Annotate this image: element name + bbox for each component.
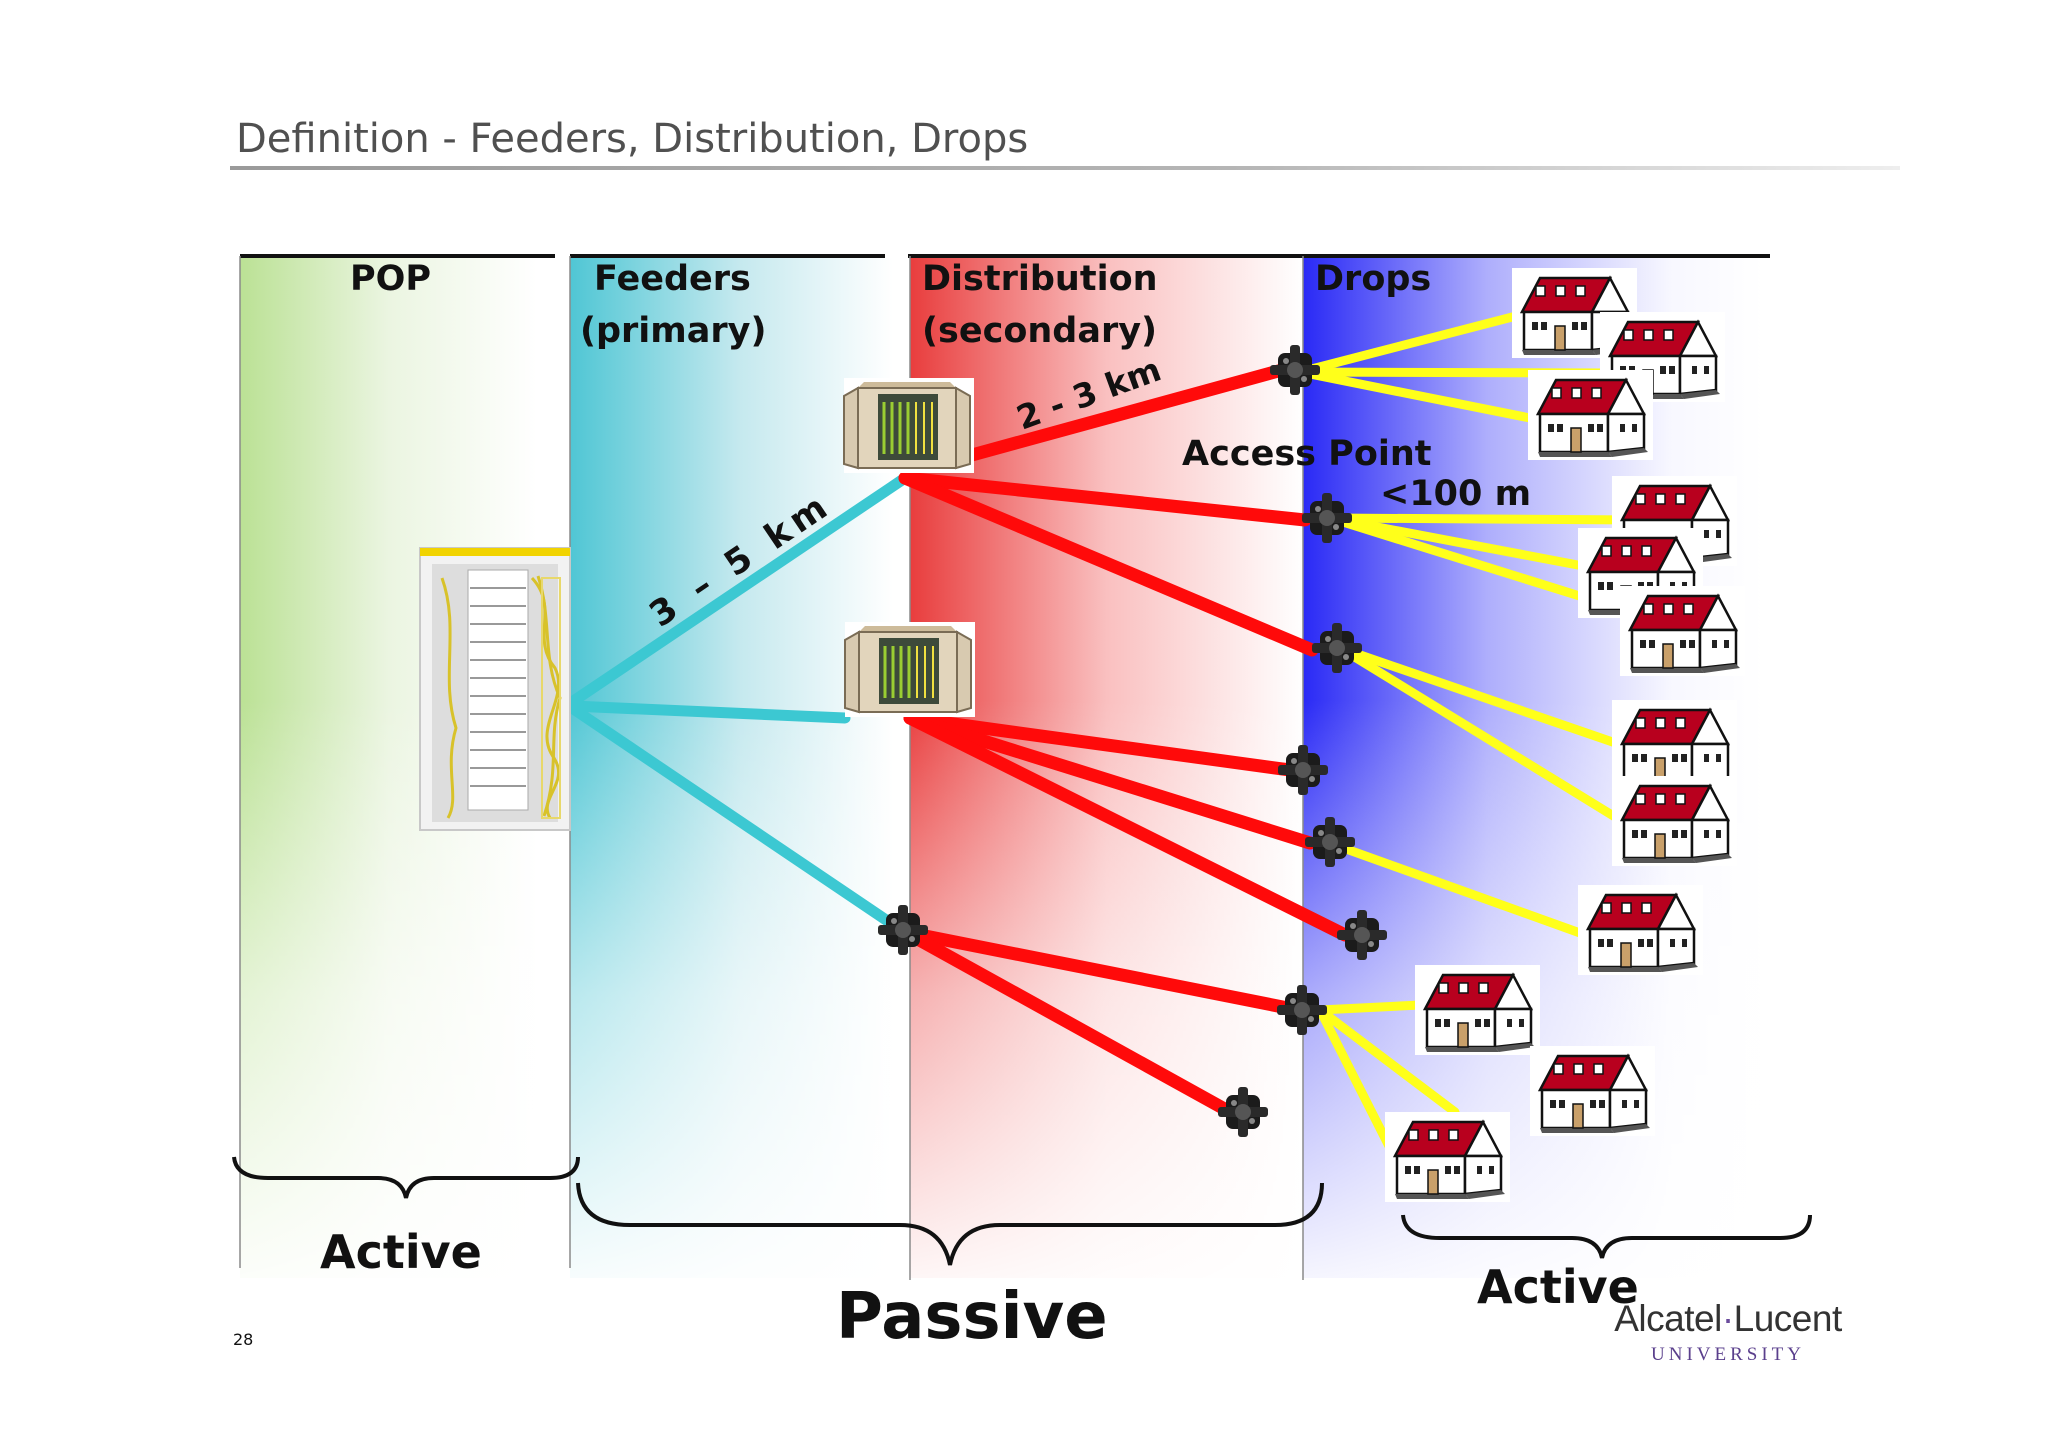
splice-closure-icon <box>1312 623 1362 673</box>
distribution-lines <box>898 363 1352 1119</box>
splice-closure-icon <box>1218 1087 1268 1137</box>
splice-closure-icon <box>1302 493 1352 543</box>
feeders-label-line2: (primary) <box>580 311 767 351</box>
feeder-lines <box>566 472 911 932</box>
logo-subtitle: UNIVERSITY <box>1651 1344 1805 1365</box>
feeder-distance-label: 3 – 5 km <box>643 485 840 636</box>
title-underline <box>230 166 1900 170</box>
distribution-label-line2: (secondary) <box>922 311 1158 351</box>
house-icon <box>1383 1110 1512 1204</box>
olt-rack-icon <box>419 547 571 831</box>
distribution-label-line1: Distribution <box>922 259 1158 299</box>
passive-label: Passive <box>836 1280 1108 1354</box>
active-pop-label: Active <box>320 1225 482 1279</box>
house-icon <box>1576 883 1705 977</box>
pop-zone-label: POP <box>350 259 432 299</box>
splice-closure-icon <box>1305 817 1355 867</box>
feeders-label-line1: Feeders <box>594 259 751 299</box>
slide-title: Definition - Feeders, Distribution, Drop… <box>236 116 1029 162</box>
page-number: 28 <box>233 1330 254 1349</box>
curly-braces <box>232 1156 1812 1266</box>
street-cabinet-icon <box>843 378 974 473</box>
drops-zone-label: Drops <box>1315 259 1432 299</box>
house-icon <box>1528 1044 1657 1138</box>
active-drops-label: Active <box>1477 1260 1639 1314</box>
splice-closure-icon <box>1277 985 1327 1035</box>
house-icon <box>1526 368 1655 462</box>
drop-distance-label: <100 m <box>1380 474 1532 514</box>
distribution-zone-label: Distribution (secondary) <box>922 253 1158 357</box>
access-point-label: Access Point <box>1182 434 1432 474</box>
splice-closure-icon <box>1337 910 1387 960</box>
brace-pop <box>232 1156 580 1199</box>
splice-closure-icon <box>1270 345 1320 395</box>
drop-lines <box>1295 310 1655 1163</box>
logo-wordmark: Alcatel·Lucent <box>1614 1298 1842 1339</box>
splice-closure-icon <box>1278 745 1328 795</box>
brace-passive <box>576 1182 1324 1266</box>
house-icon <box>1618 584 1747 678</box>
house-icon <box>1413 963 1542 1057</box>
house-icon <box>1610 774 1739 868</box>
feeders-zone-label: Feeders (primary) <box>580 253 766 357</box>
street-cabinet-icon <box>844 622 975 717</box>
brace-drops <box>1401 1214 1812 1259</box>
alcatel-lucent-logo: Alcatel·Lucent UNIVERSITY <box>1608 1298 1848 1366</box>
